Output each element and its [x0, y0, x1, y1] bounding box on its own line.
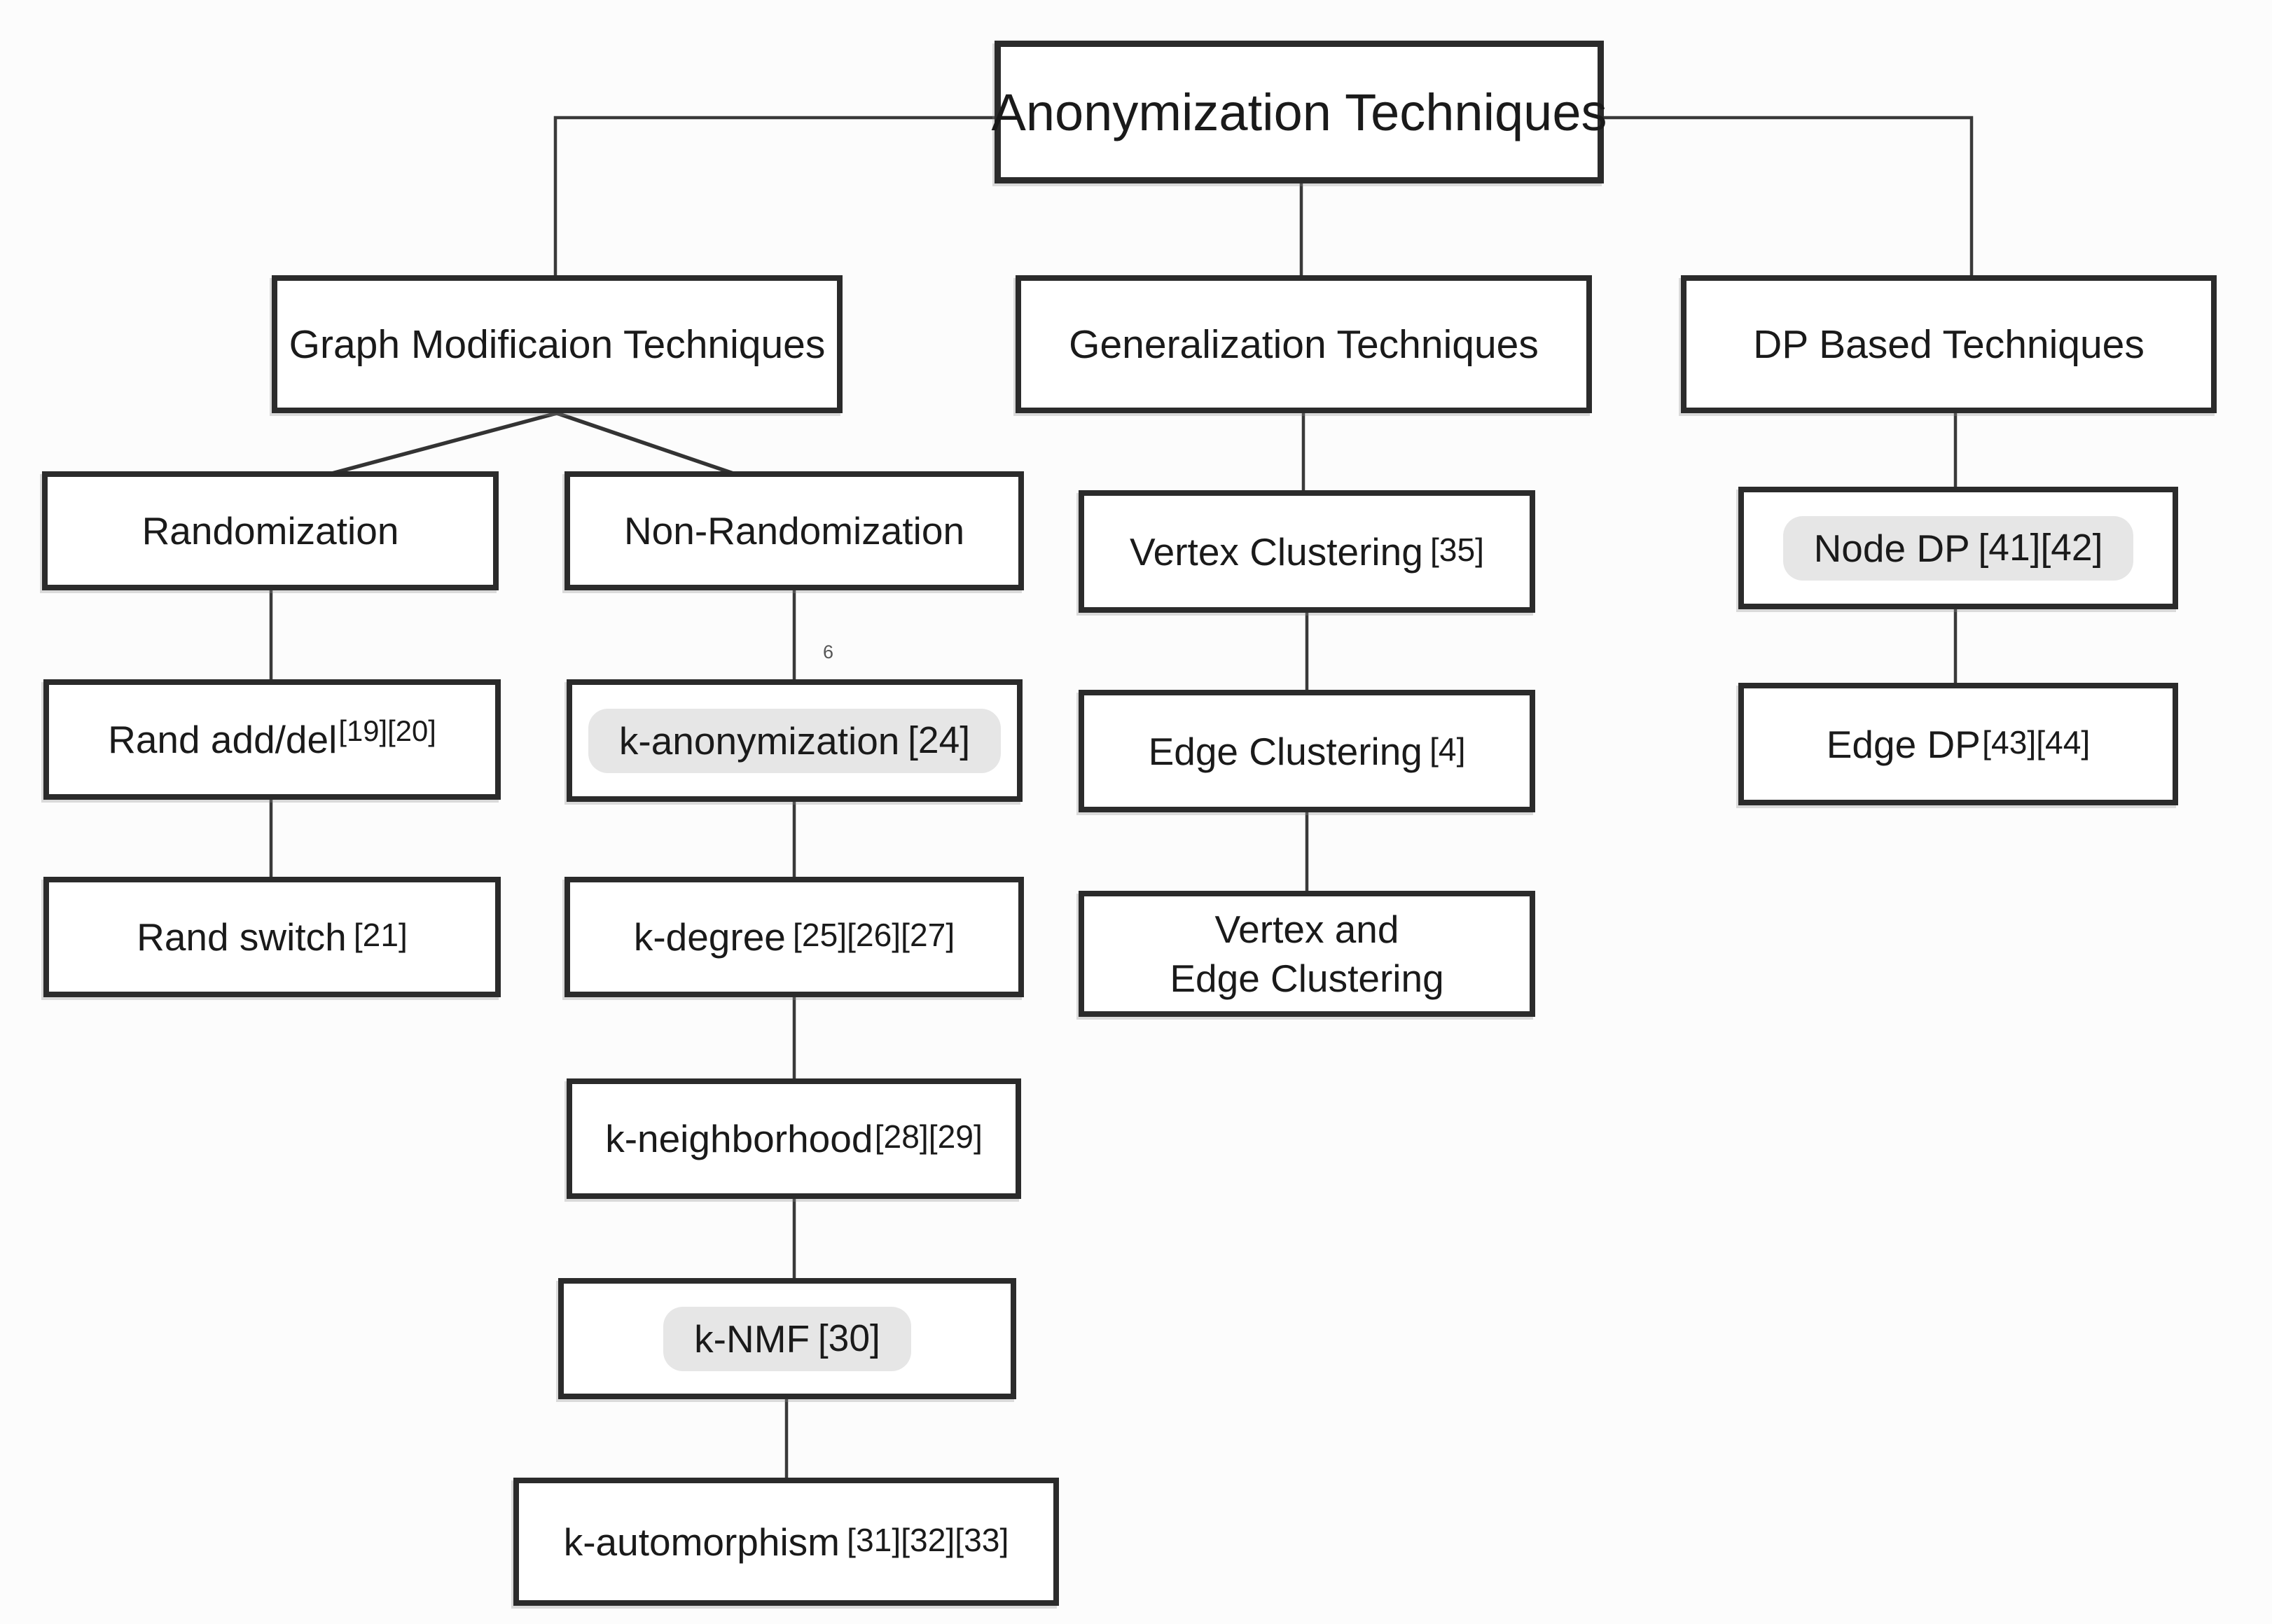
node-anonymization-techniques: Anonymization Techniques — [991, 41, 1607, 183]
node-edge-clustering: Edge Clustering[4] — [1079, 690, 1535, 812]
node-label: DP Based Techniques — [1753, 321, 2145, 367]
node-label: Vertex Clustering — [1129, 529, 1423, 574]
node-label: Edge DP — [1826, 722, 1981, 766]
citation-ref: [21] — [353, 917, 408, 954]
node-dp-based-techniques: DP Based Techniques — [1681, 275, 2217, 413]
highlight-pill: k-anonymization[24] — [588, 708, 1002, 773]
node-label: Rand switch — [137, 915, 347, 959]
stray-superscript-mark: 6 — [823, 641, 834, 662]
node-label: Edge Clustering — [1148, 729, 1422, 773]
edge-root-graphmod — [553, 116, 995, 279]
node-label: Rand add/del — [108, 718, 338, 761]
node-generalization-techniques: Generalization Techniques — [1016, 275, 1592, 413]
citation-ref: [4] — [1429, 730, 1466, 768]
node-label: k-NMF — [694, 1317, 810, 1361]
node-label: k-neighborhood — [605, 1117, 873, 1160]
node-randomization: Randomization — [42, 471, 499, 590]
citation-ref: [31][32][33] — [847, 1521, 1009, 1558]
node-node-dp: Node DP[41][42] — [1738, 487, 2178, 609]
citation-ref: [24] — [908, 720, 971, 762]
node-graph-modification-techniques: Graph Modificaion Techniques — [272, 275, 843, 413]
citation-ref: [19][20] — [338, 714, 436, 748]
node-label: k-anonymization — [618, 719, 900, 763]
node-vertex-clustering: Vertex Clustering[35] — [1079, 490, 1535, 613]
citation-ref: [28][29] — [874, 1118, 983, 1155]
node-label: k-degree — [633, 915, 786, 959]
edge-graphmod-randomization — [328, 411, 557, 476]
node-rand-add-del: Rand add/del[19][20] — [43, 679, 501, 800]
node-edge-dp: Edge DP[43][44] — [1738, 683, 2178, 805]
citation-ref: [35] — [1429, 531, 1484, 568]
node-label: Randomization — [141, 509, 399, 553]
node-k-nmf: k-NMF[30] — [558, 1278, 1016, 1399]
citation-ref: [25][26][27] — [793, 917, 955, 954]
edge-graphmod-nonrandomization — [556, 411, 736, 476]
highlight-pill: k-NMF[30] — [663, 1306, 911, 1371]
citation-ref: [41][42] — [1978, 527, 2103, 569]
citation-ref: [30] — [817, 1318, 880, 1360]
node-label: k-automorphism — [563, 1520, 840, 1564]
node-label: Generalization Techniques — [1069, 321, 1539, 367]
edge-root-dp — [1604, 116, 1974, 279]
node-label-line1: Vertex and — [1214, 907, 1399, 951]
node-k-degree: k-degree[25][26][27] — [564, 877, 1024, 997]
citation-ref: [43][44] — [1982, 723, 2091, 761]
highlight-pill: Node DP[41][42] — [1782, 515, 2134, 581]
node-non-randomization: Non-Randomization — [564, 471, 1024, 590]
node-k-anonymization: k-anonymization[24] — [567, 679, 1023, 802]
node-label: Non-Randomization — [623, 509, 965, 553]
node-k-automorphism: k-automorphism[31][32][33] — [513, 1478, 1059, 1606]
node-k-neighborhood: k-neighborhood[28][29] — [567, 1078, 1021, 1199]
node-vertex-and-edge-clustering: Vertex and Edge Clustering — [1079, 891, 1535, 1017]
node-label: Graph Modificaion Techniques — [289, 321, 826, 367]
node-label: Node DP — [1813, 526, 1970, 570]
node-rand-switch: Rand switch[21] — [43, 877, 501, 997]
node-label: Anonymization Techniques — [991, 83, 1607, 141]
node-label-line2: Edge Clustering — [1170, 957, 1444, 1000]
